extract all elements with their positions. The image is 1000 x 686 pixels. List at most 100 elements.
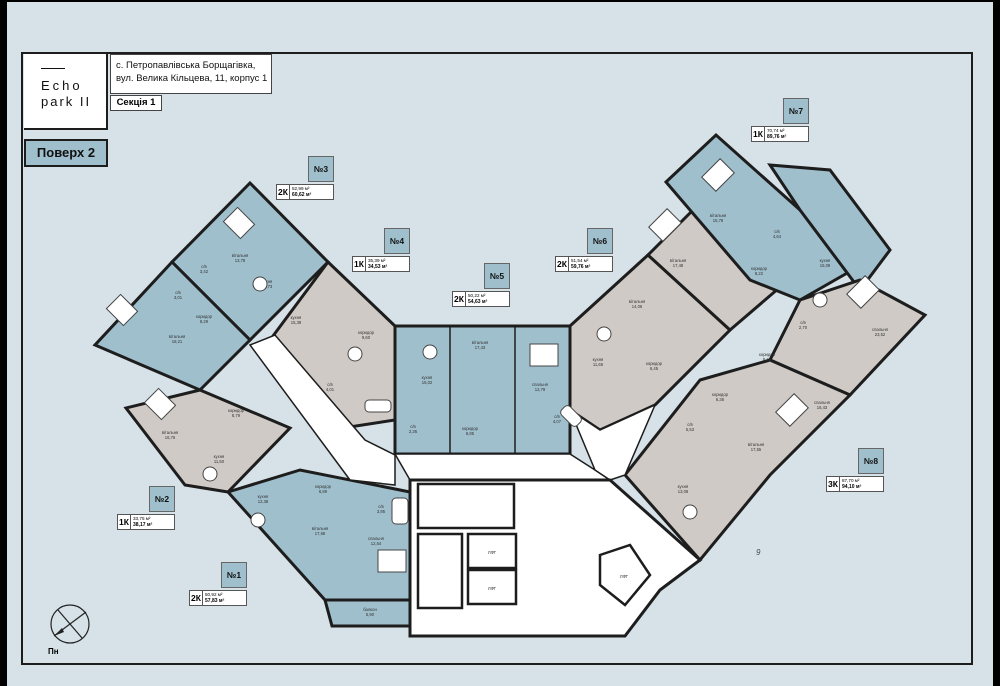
bed-icon: [377, 549, 407, 573]
room-area: 5,53: [686, 427, 695, 432]
room-label: кухня: [678, 484, 689, 489]
room-label: с/в: [800, 320, 806, 325]
apartment-type: 3К: [827, 477, 840, 491]
room-area: 8,45: [763, 357, 772, 362]
apartment-total-area: 89,76 м²: [767, 134, 787, 140]
room-label: 15,78: [713, 218, 724, 223]
address-box: с. Петропавлівська Борщагівка, вул. Вели…: [110, 54, 272, 94]
room-area: 3,01: [174, 295, 183, 300]
room-area: 4,64: [773, 234, 782, 239]
apartment-total-area: 34,53 м²: [368, 264, 388, 270]
stairwell: [416, 482, 516, 530]
room-area: 4,07: [553, 419, 562, 424]
room-area: 16,76: [165, 435, 176, 440]
room-area: 17,48: [673, 263, 684, 268]
room-label: с/в: [175, 290, 181, 295]
table-icon: [422, 344, 438, 360]
room-area: 23,52: [875, 332, 886, 337]
room-area: 8,22: [755, 271, 764, 276]
table-icon: [682, 504, 698, 520]
compass-icon: [50, 604, 90, 644]
room-label: коридор: [358, 330, 375, 335]
logo-line-2: park II: [41, 94, 92, 109]
room-label: спальня: [814, 400, 830, 405]
lift-shaft-3: [598, 543, 652, 607]
room-label: вітальня: [472, 340, 489, 345]
room-area: 12,54: [371, 541, 382, 546]
room-label: вітальня: [748, 442, 765, 447]
bed-icon: [648, 208, 682, 242]
room-label: вітальня: [169, 334, 186, 339]
room-label: вітальня: [232, 253, 249, 258]
apartment-area: 52,99 м²: [292, 186, 310, 191]
apartment-type: 1К: [752, 127, 765, 141]
bed-icon: [529, 343, 559, 367]
room-area: 3,95: [377, 509, 386, 514]
room-area: 11,50: [214, 459, 225, 464]
apartment-area: 33,75 м²: [133, 516, 151, 521]
lift-label-3: ЛФТ: [620, 574, 629, 579]
corridor-center: [393, 453, 613, 481]
room-area: 15,09: [820, 263, 831, 268]
room-label: вітальня: [312, 526, 329, 531]
logo-rule: [41, 68, 65, 69]
room-label: вітальня: [670, 258, 687, 263]
table-icon: [250, 512, 266, 528]
room-area: 6,89: [319, 489, 328, 494]
room-label: с/в: [410, 424, 416, 429]
apartment-type: 2К: [277, 185, 290, 199]
table-icon: [202, 466, 218, 482]
apartment-number: №2: [149, 486, 175, 512]
room-label: коридор: [712, 392, 729, 397]
room-area: 4,01: [326, 387, 335, 392]
room-label: коридор: [315, 484, 332, 489]
logo-line-1: Echo: [41, 78, 83, 93]
apartment-total-area: 60,62 м²: [292, 192, 312, 198]
room-area: 11,66: [593, 362, 604, 367]
room-area: 17,55: [751, 447, 762, 452]
plan-frame: [21, 52, 973, 665]
room-label: вітальня: [162, 430, 179, 435]
apartment-number: №5: [484, 263, 510, 289]
room-label: коридор: [646, 361, 663, 366]
room-label: коридор: [462, 426, 479, 431]
bath-icon: [364, 399, 392, 413]
room-area: 13,08: [678, 489, 689, 494]
room-label: вітальня: [710, 213, 727, 218]
room-area: 9,60: [362, 335, 371, 340]
room-label: спальня: [532, 382, 548, 387]
room-area: 17,68: [315, 531, 326, 536]
apartment-number: №1: [221, 562, 247, 588]
room-label: кухня: [291, 315, 302, 320]
apartment-total-area: 38,17 м²: [133, 522, 153, 528]
apartment-total-area: 94,10 м²: [842, 484, 862, 490]
room-label: коридор: [751, 266, 768, 271]
bed-icon: [846, 275, 880, 309]
left-wing: [92, 180, 412, 628]
table-icon: [812, 292, 828, 308]
floor-label: Поверх 2: [24, 139, 108, 167]
table-icon: [596, 326, 612, 342]
room-label: вітальня: [629, 299, 646, 304]
bed-icon: [222, 206, 256, 240]
room-label: с/в: [378, 504, 384, 509]
room-label: кухня: [258, 494, 269, 499]
room-label: спальня: [368, 536, 384, 541]
apartment-8-zone: [767, 278, 928, 397]
room-label: с/в: [201, 264, 207, 269]
apartment-number: №7: [783, 98, 809, 124]
room-area: 8,85: [466, 431, 475, 436]
corridor: [248, 334, 703, 638]
